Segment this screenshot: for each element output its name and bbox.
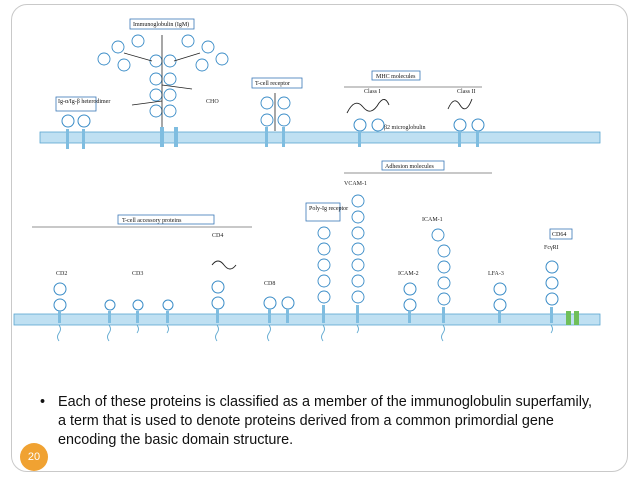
ig-hetero-label: Ig-α/Ig-β heterodimer [58,99,110,105]
icam-1: ICAM-1 [422,217,451,323]
slide-frame: Ig-α/Ig-β heterodimer Immunoglobulin (Ig… [11,4,628,472]
vcam-1: VCAM-1 [344,181,367,323]
igm-molecule: Immunoglobulin (IgM) CHO [97,18,229,147]
icam1-label: ICAM-1 [422,217,443,223]
cd64: CD64 FcγRI [544,228,579,325]
t-cell-accessory-proteins: T-cell accessory proteins CD2 CD3 CD4 CD… [32,214,295,323]
cho-label: CHO [206,99,219,105]
mhc-label: MHC molecules [376,74,416,80]
cytoplasmic-tails [57,324,553,342]
accessory-label: T-cell accessory proteins [122,218,182,224]
page-number-badge: 20 [20,443,48,471]
ig-alpha-beta-heterodimer: Ig-α/Ig-β heterodimer [55,96,110,149]
vcam-label: VCAM-1 [344,181,367,187]
igm-label: Immunoglobulin (IgM) [133,21,189,28]
adhesion-molecules: Adhesion molecules [344,160,492,174]
caption-text: Each of these proteins is classified as … [58,394,593,448]
cd2-label: CD2 [56,271,67,277]
class1-label: Class I [364,89,381,95]
cd8-label: CD8 [264,281,275,287]
lower-membrane [13,313,601,326]
cd3-label: CD3 [132,271,143,277]
immunoglobulin-superfamily-diagram: Ig-α/Ig-β heterodimer Immunoglobulin (Ig… [13,18,601,342]
b2m-label: β2 microglobulin [384,125,426,131]
class2-label: Class II [457,89,476,95]
cd4-label: CD4 [212,233,223,239]
icam2-label: ICAM-2 [398,271,419,277]
lfa3-label: LFA-3 [488,271,504,277]
t-cell-receptor: T-cell receptor [251,77,303,147]
poly-label: Poly-Ig receptor [309,206,348,212]
mhc-molecules: MHC molecules Class I Class II β2 microg… [344,70,485,147]
tcr-label: T-cell receptor [255,81,290,87]
adhesion-label: Adhesion molecules [385,164,434,170]
icam-2: ICAM-2 [398,271,419,323]
fcri-label: FcγRI [544,245,559,251]
lfa-3: LFA-3 [488,271,507,323]
upper-membrane [39,131,601,144]
poly-ig-receptor: Poly-Ig receptor [305,202,348,323]
cd64-label: CD64 [552,232,566,238]
caption-bullet: • [40,394,46,410]
